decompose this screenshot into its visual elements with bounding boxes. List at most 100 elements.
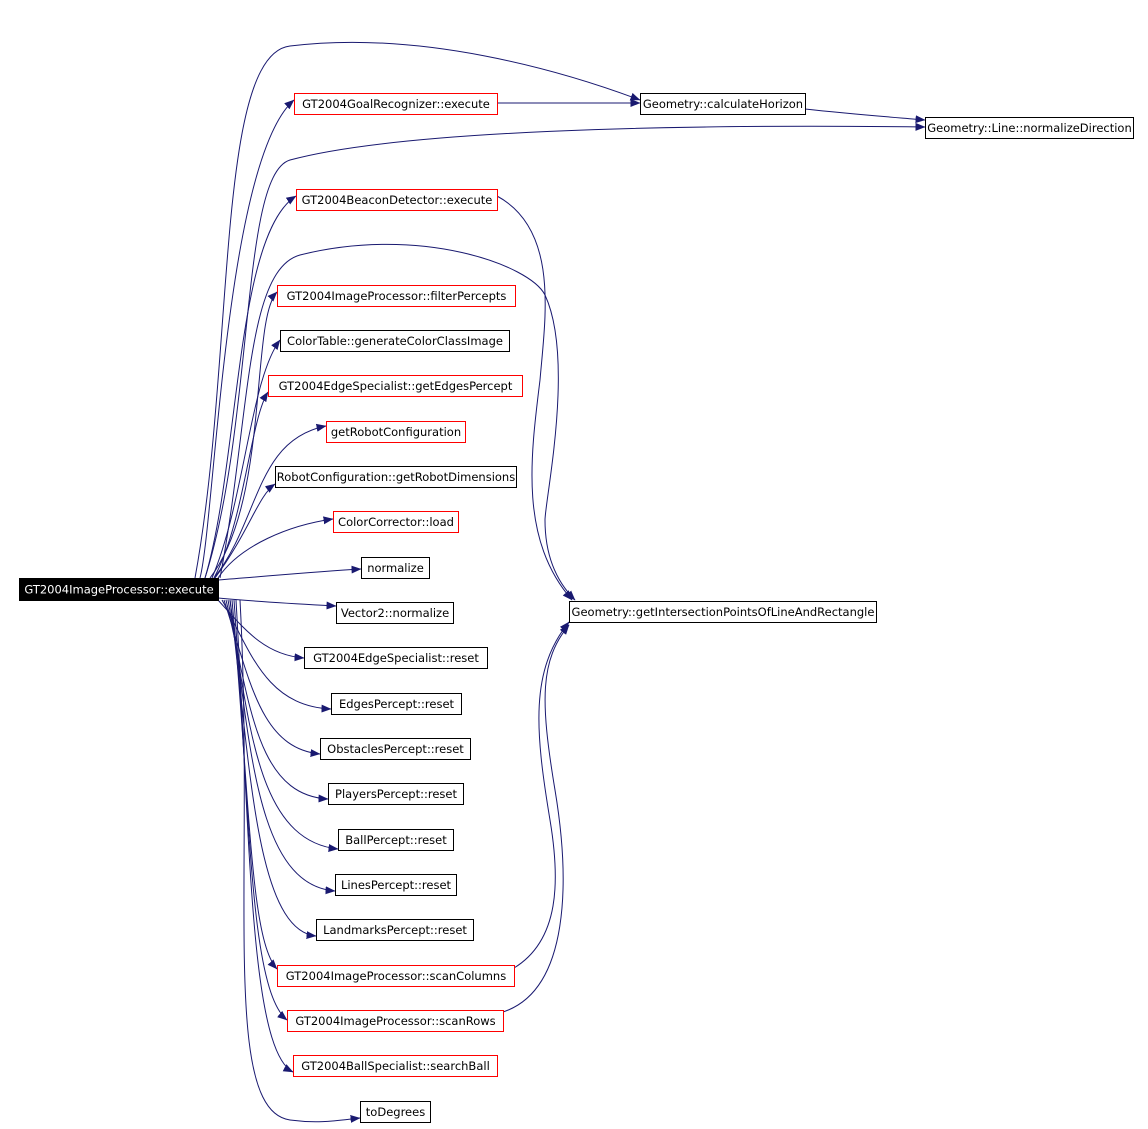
edge-root-to-generate-color-class-image <box>211 339 281 579</box>
node-label: GT2004ImageProcessor::scanColumns <box>286 969 506 983</box>
edge-beacon-detector-to-intersection-points <box>496 195 573 601</box>
node-get-edges-percept[interactable]: GT2004EdgeSpecialist::getEdgesPercept <box>268 375 523 397</box>
node-label: GT2004ImageProcessor::filterPercepts <box>287 289 507 303</box>
node-box <box>338 829 454 851</box>
edge-root-to-edge-specialist-reset <box>217 599 305 662</box>
node-box <box>293 1055 498 1077</box>
node-vector2-normalize: Vector2::normalize <box>336 602 454 624</box>
node-label: Geometry::Line::normalizeDirection <box>927 121 1132 135</box>
node-box <box>331 693 462 715</box>
node-box <box>277 965 515 987</box>
node-box <box>569 601 877 623</box>
node-label: GT2004EdgeSpecialist::reset <box>313 651 479 665</box>
node-label: GT2004ImageProcessor::scanRows <box>295 1014 495 1028</box>
node-label: Vector2::normalize <box>341 606 449 620</box>
node-label: toDegrees <box>366 1105 425 1119</box>
node-box <box>640 93 806 115</box>
node-scan-columns[interactable]: GT2004ImageProcessor::scanColumns <box>277 965 515 987</box>
node-label: BallPercept::reset <box>345 833 447 847</box>
edge-root-to-landmarks-percept-reset <box>229 599 317 940</box>
node-get-robot-configuration[interactable]: getRobotConfiguration <box>326 421 466 443</box>
node-beacon-detector[interactable]: GT2004BeaconDetector::execute <box>296 189 498 211</box>
node-calculate-horizon: Geometry::calculateHorizon <box>640 93 806 115</box>
node-box <box>326 421 466 443</box>
node-label: GT2004BallSpecialist::searchBall <box>301 1059 490 1073</box>
node-label: ObstaclesPercept::reset <box>327 742 464 756</box>
node-box <box>304 647 488 669</box>
node-filter-percepts[interactable]: GT2004ImageProcessor::filterPercepts <box>277 285 516 307</box>
edge-root-to-normalize <box>217 565 362 581</box>
node-box <box>268 375 523 397</box>
node-box <box>335 874 457 896</box>
edges-layer <box>194 41 926 1123</box>
node-label: EdgesPercept::reset <box>339 697 455 711</box>
node-label: PlayersPercept::reset <box>335 787 457 801</box>
edge-root-to-search-ball <box>235 599 294 1073</box>
node-box <box>328 783 464 805</box>
node-box <box>296 189 498 211</box>
node-lines-percept-reset: LinesPercept::reset <box>335 874 457 896</box>
node-box <box>19 578 219 601</box>
node-landmarks-percept-reset: LandmarksPercept::reset <box>316 919 474 941</box>
node-label: ColorCorrector::load <box>338 515 454 529</box>
node-box <box>277 285 516 307</box>
node-label: normalize <box>367 561 424 575</box>
node-scan-rows[interactable]: GT2004ImageProcessor::scanRows <box>287 1010 504 1032</box>
node-box <box>361 557 430 579</box>
edge-root-to-normalize-direction <box>204 122 926 579</box>
node-color-corrector-load[interactable]: ColorCorrector::load <box>333 511 459 533</box>
node-box <box>360 1101 431 1123</box>
node-label: LandmarksPercept::reset <box>323 923 467 937</box>
node-box <box>287 1010 504 1032</box>
edge-root-to-lines-percept-reset <box>229 599 336 895</box>
node-box <box>336 602 454 624</box>
node-label: GT2004EdgeSpecialist::getEdgesPercept <box>279 379 513 393</box>
node-box <box>316 919 474 941</box>
edge-root-to-filter-percepts <box>209 291 278 579</box>
edge-root-to-to-degrees <box>239 599 361 1123</box>
node-label: ColorTable::generateColorClassImage <box>287 334 503 348</box>
node-label: GT2004GoalRecognizer::execute <box>302 97 490 111</box>
edge-root-to-get-robot-dimensions <box>214 483 276 579</box>
edge-root-to-intersection-points <box>219 243 576 601</box>
node-generate-color-class-image: ColorTable::generateColorClassImage <box>280 330 510 352</box>
node-edges-percept-reset: EdgesPercept::reset <box>331 693 462 715</box>
node-label: GT2004BeaconDetector::execute <box>302 193 493 207</box>
node-box <box>280 330 510 352</box>
edge-root-to-scan-columns <box>231 599 278 970</box>
node-box <box>275 466 517 488</box>
edge-root-to-get-robot-configuration <box>213 423 327 579</box>
node-box <box>294 93 498 115</box>
node-normalize-direction: Geometry::Line::normalizeDirection <box>925 117 1134 139</box>
node-label: RobotConfiguration::getRobotDimensions <box>277 470 515 484</box>
node-edge-specialist-reset: GT2004EdgeSpecialist::reset <box>304 647 488 669</box>
edge-root-to-goal-recognizer <box>199 99 295 579</box>
node-ball-percept-reset: BallPercept::reset <box>338 829 454 851</box>
edge-root-to-beacon-detector <box>204 195 297 579</box>
node-intersection-points: Geometry::getIntersectionPointsOfLineAnd… <box>569 601 877 623</box>
edge-root-to-color-corrector-load <box>217 516 334 579</box>
node-label: LinesPercept::reset <box>341 878 452 892</box>
edge-scan-columns-to-intersection-points <box>513 621 570 969</box>
node-root[interactable]: GT2004ImageProcessor::execute <box>19 578 219 601</box>
node-goal-recognizer[interactable]: GT2004GoalRecognizer::execute <box>294 93 498 115</box>
edge-root-to-calculate-horizon <box>194 41 641 579</box>
edge-scan-rows-to-intersection-points <box>502 624 570 1013</box>
node-box <box>333 511 459 533</box>
node-box <box>320 738 471 760</box>
node-get-robot-dimensions: RobotConfiguration::getRobotDimensions <box>275 466 517 488</box>
node-players-percept-reset: PlayersPercept::reset <box>328 783 464 805</box>
node-box <box>925 117 1134 139</box>
nodes-layer: GT2004ImageProcessor::execute GT2004GoalR… <box>19 93 1134 1123</box>
node-label: Geometry::getIntersectionPointsOfLineAnd… <box>572 605 875 619</box>
edge-root-to-scan-rows <box>233 599 288 1021</box>
edge-root-to-vector2-normalize <box>217 597 337 610</box>
edge-calculate-horizon-to-normalize-direction <box>804 108 926 124</box>
node-normalize: normalize <box>361 557 430 579</box>
node-to-degrees: toDegrees <box>360 1101 431 1123</box>
node-label: GT2004ImageProcessor::execute <box>24 583 213 597</box>
node-search-ball[interactable]: GT2004BallSpecialist::searchBall <box>293 1055 498 1077</box>
node-obstacles-percept-reset: ObstaclesPercept::reset <box>320 738 471 760</box>
node-label: Geometry::calculateHorizon <box>643 97 803 111</box>
